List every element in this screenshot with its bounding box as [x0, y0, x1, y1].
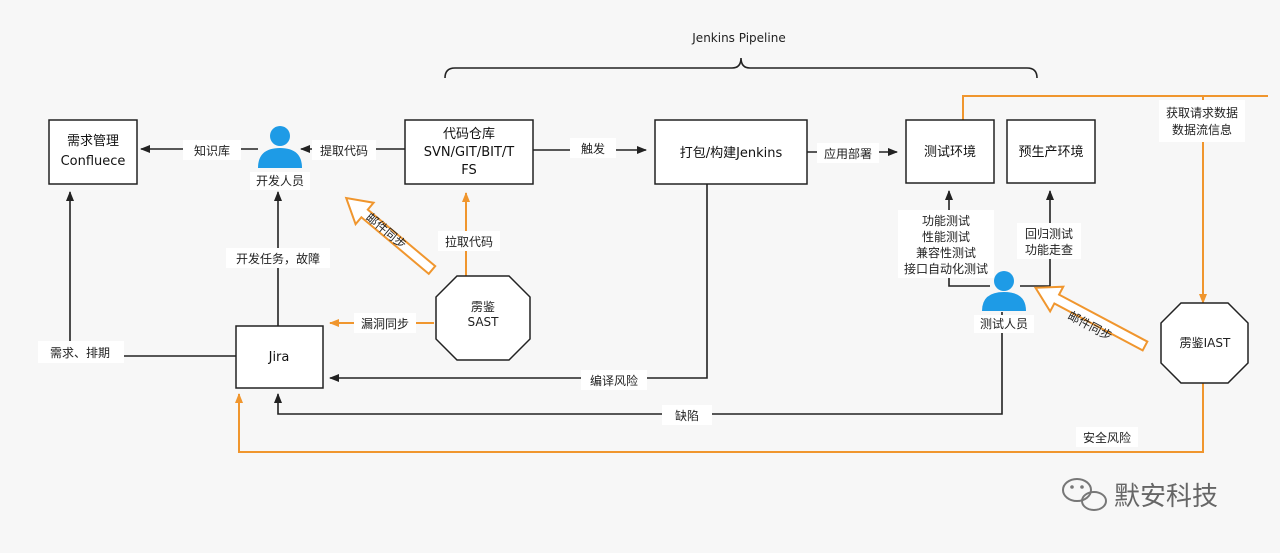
edge-iast-info	[962, 95, 1207, 304]
repo-label-1: 代码仓库	[443, 126, 495, 142]
iast-label: 雳鉴IAST	[1180, 336, 1231, 350]
edge-tester-preprod	[1020, 190, 1054, 287]
pipeline-brace	[444, 57, 1038, 79]
label-iast-info-1: 获取请求数据	[1166, 105, 1238, 120]
label-regression-1: 回归测试	[1025, 226, 1073, 241]
preprod-label: 预生产环境	[1018, 145, 1083, 160]
iast-octagon	[1160, 302, 1249, 384]
label-deploy: 应用部署	[824, 146, 872, 161]
watermark-text: 默安科技	[1114, 482, 1218, 512]
mail-sync-arrow-left	[344, 196, 437, 276]
label-security-risk: 安全风险	[1083, 430, 1131, 445]
developer-label: 开发人员	[256, 173, 304, 188]
label-test-item-1: 功能测试	[922, 213, 970, 228]
wechat-icon	[1062, 478, 1107, 511]
label-regression-2: 功能走查	[1025, 243, 1073, 257]
label-mail-sync-left: 邮件同步	[363, 210, 409, 252]
label-trigger: 触发	[581, 141, 605, 156]
test-env-label: 测试环境	[924, 145, 976, 160]
label-fetch-code: 拉取代码	[445, 234, 493, 249]
test-env-box	[905, 119, 995, 184]
sast-label-2: SAST	[468, 315, 500, 329]
label-compile-risk: 编译风险	[590, 373, 638, 388]
tester-person-icon	[982, 271, 1026, 311]
req-label-1: 需求管理	[67, 134, 119, 149]
edge-defect	[274, 312, 1003, 415]
jira-label: Jira	[268, 350, 290, 365]
label-test-item-4: 接口自动化测试	[904, 261, 988, 276]
label-pull-code: 提取代码	[320, 143, 368, 158]
preprod-box	[1006, 119, 1096, 184]
label-vuln-sync: 漏洞同步	[361, 317, 409, 331]
req-label-2: Confluece	[61, 154, 126, 169]
pipeline-title: Jenkins Pipeline	[691, 31, 785, 45]
repo-label-3: FS	[461, 163, 477, 178]
repo-label-2: SVN/GIT/BIT/T	[424, 145, 515, 160]
sast-octagon	[435, 275, 531, 361]
edge-requirement	[66, 191, 236, 357]
build-label: 打包/构建Jenkins	[680, 146, 783, 161]
repo-box	[404, 119, 534, 185]
build-box	[654, 119, 808, 185]
label-defect: 缺陷	[675, 408, 699, 423]
label-knowledge: 知识库	[194, 143, 230, 158]
label-iast-info-2: 数据流信息	[1172, 122, 1232, 137]
edge-security-risk	[235, 383, 1204, 453]
developer-person-icon	[258, 126, 302, 168]
mail-sync-arrow-right	[1033, 285, 1149, 352]
label-dev-task: 开发任务，故障	[236, 251, 320, 266]
edge-compile-risk	[329, 184, 708, 382]
jira-box	[235, 325, 324, 389]
req-box	[48, 119, 138, 185]
label-requirement: 需求、排期	[50, 346, 110, 360]
tester-label: 测试人员	[980, 316, 1028, 331]
label-test-item-3: 兼容性测试	[916, 245, 976, 260]
sast-label-1: 雳鉴	[471, 300, 495, 314]
label-test-item-2: 性能测试	[922, 229, 970, 244]
